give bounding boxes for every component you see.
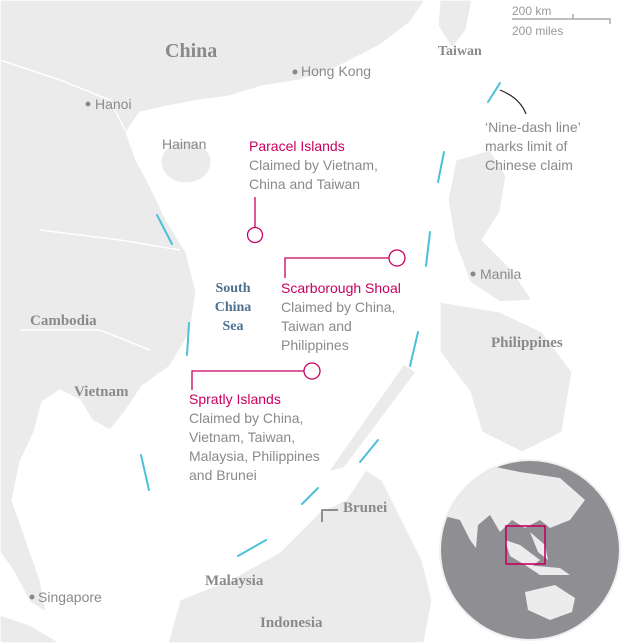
- label-china: China: [165, 40, 218, 62]
- label-vietnam: Vietnam: [74, 384, 129, 400]
- label-south-china-sea: South China Sea: [214, 281, 252, 334]
- annotation-scarborough: Scarborough Shoal Claimed by China, Taiw…: [281, 280, 401, 353]
- annotation-spratly: Spratly Islands Claimed by China, Vietna…: [189, 391, 320, 483]
- scale-miles: 200 miles: [512, 24, 564, 38]
- city-dots: [29, 69, 476, 600]
- callout-lines: [191, 197, 406, 390]
- locator-globe: [439, 459, 621, 641]
- scale-bar: [512, 14, 611, 24]
- brunei-pointer: [321, 509, 338, 522]
- mainland-asia: [0, 0, 426, 614]
- luzon-island: [447, 149, 534, 303]
- label-brunei: Brunei: [343, 500, 388, 516]
- annotation-paracel: Paracel Islands Claimed by Vietnam, Chin…: [249, 138, 378, 192]
- label-hanoi: Hanoi: [95, 96, 132, 112]
- nine-dash-pointer: [499, 89, 527, 115]
- label-malaysia: Malaysia: [205, 573, 264, 589]
- label-hong-kong: Hong Kong: [301, 63, 372, 79]
- nine-dash-line: [140, 82, 501, 557]
- sumatra-island: [0, 614, 62, 643]
- mindanao-visayas: [439, 301, 573, 453]
- scarborough-marker: [388, 249, 406, 267]
- label-cambodia: Cambodia: [30, 313, 97, 329]
- label-singapore: Singapore: [38, 589, 102, 605]
- scale-km: 200 km: [512, 4, 552, 18]
- label-indonesia: Indonesia: [260, 615, 323, 631]
- annotation-nine-dash: ‘Nine-dash line’ marks limit of Chinese …: [485, 119, 581, 173]
- label-manila: Manila: [480, 266, 522, 282]
- palawan-island: [326, 363, 417, 473]
- locator-box: [505, 525, 546, 565]
- label-taiwan: Taiwan: [438, 44, 482, 59]
- paracel-marker: [246, 226, 264, 244]
- borneo-island: [167, 469, 433, 643]
- label-hainan: Hainan: [162, 136, 207, 152]
- spratly-marker: [303, 362, 321, 380]
- hainan-island: [160, 140, 212, 184]
- label-philippines: Philippines: [491, 335, 563, 351]
- taiwan-island: [437, 0, 473, 50]
